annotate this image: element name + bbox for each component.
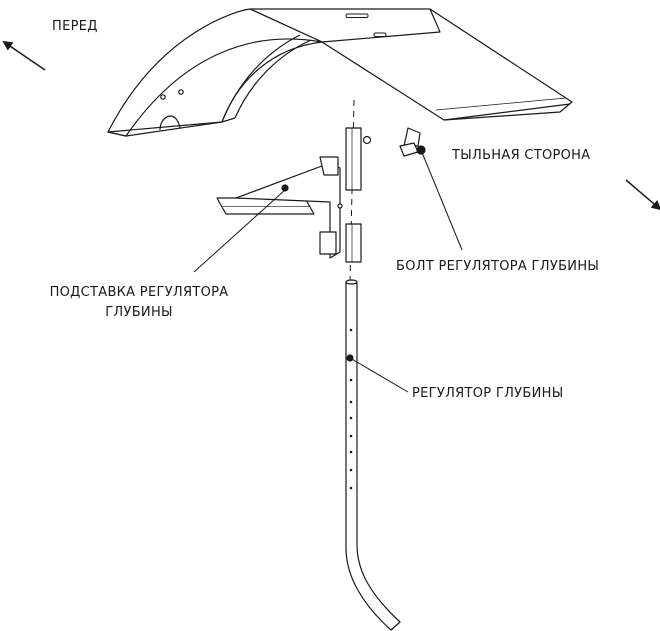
assembly-axis-dashed-line	[349, 99, 355, 283]
bolt-leader-line	[420, 149, 463, 251]
back-direction-arrow	[625, 179, 660, 211]
bracket-label-line2: ГЛУБИНЫ	[105, 305, 173, 320]
bracket-label: ПОДСТАВКА РЕГУЛЯТОРА ГЛУБИНЫ	[35, 283, 243, 323]
bolt-label: БОЛТ РЕГУЛЯТОРА ГЛУБИНЫ	[396, 259, 600, 274]
fender-shield	[107, 8, 573, 137]
front-direction-arrow	[2, 40, 46, 71]
bracket-leader-line	[193, 189, 286, 273]
regulator-leader-line	[349, 357, 409, 393]
depth-regulator-bolt	[399, 127, 426, 157]
back-side-label: ТЫЛЬНАЯ СТОРОНА	[452, 148, 591, 163]
depth-regulator-bracket	[216, 127, 372, 263]
bracket-label-line1: ПОДСТАВКА РЕГУЛЯТОРА	[49, 285, 229, 300]
regulator-label: РЕГУЛЯТОР ГЛУБИНЫ	[412, 386, 564, 401]
front-label: ПЕРЕД	[52, 19, 98, 34]
depth-regulator-rod	[345, 279, 401, 631]
